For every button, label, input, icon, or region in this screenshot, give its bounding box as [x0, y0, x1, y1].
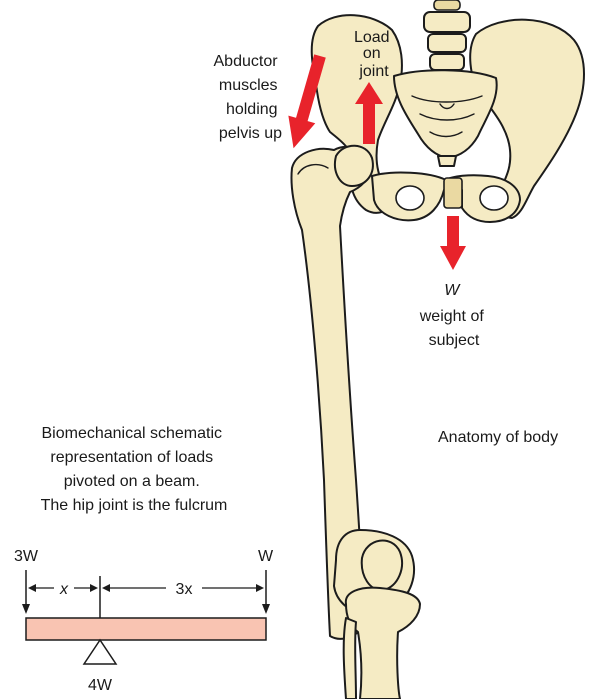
- sacrum: [394, 70, 497, 158]
- weight-symbol: W: [444, 282, 461, 299]
- femur: [291, 146, 414, 639]
- weight-line-3: subject: [429, 332, 480, 349]
- load-line-1: Load: [354, 29, 390, 46]
- schematic-line-4: The hip joint is the fulcrum: [41, 497, 228, 514]
- lumbar-vertebrae: [424, 0, 470, 70]
- schematic-line-2: representation of loads: [50, 449, 213, 466]
- schematic-line-3: pivoted on a beam.: [64, 473, 200, 490]
- fibula: [344, 618, 356, 699]
- fulcrum-load-label: 4W: [88, 677, 113, 694]
- beam: [26, 618, 266, 640]
- pubic-symphysis: [444, 178, 462, 208]
- abductor-line-1: Abductor: [214, 53, 279, 70]
- weight-label: W weight of subject: [419, 282, 489, 349]
- tibia-fibula: [344, 588, 420, 699]
- abductor-line-3: holding: [226, 101, 278, 118]
- schematic-line-1: Biomechanical schematic: [42, 425, 223, 442]
- abductor-line-4: pelvis up: [219, 125, 282, 142]
- left-load-label: 3W: [14, 548, 39, 565]
- schematic-caption: Biomechanical schematic representation o…: [41, 425, 228, 514]
- anatomy-label: Anatomy of body: [438, 429, 558, 446]
- load-line-2: on: [363, 45, 381, 62]
- weight-arrow: [440, 216, 466, 270]
- femoral-head: [335, 146, 373, 186]
- fulcrum-triangle: [84, 640, 116, 664]
- left-distance-label: x: [59, 581, 69, 598]
- patella: [362, 541, 402, 591]
- load-line-3: joint: [358, 63, 389, 80]
- right-load-arrow: [262, 570, 270, 614]
- abductor-label: Abductor muscles holding pelvis up: [214, 53, 283, 142]
- right-load-label: W: [258, 548, 274, 565]
- tibia: [346, 588, 420, 699]
- left-load-arrow: [22, 570, 30, 614]
- weight-line-2: weight of: [419, 308, 485, 325]
- right-distance-label: 3x: [176, 581, 193, 598]
- coccyx: [438, 156, 456, 166]
- abductor-line-2: muscles: [219, 77, 278, 94]
